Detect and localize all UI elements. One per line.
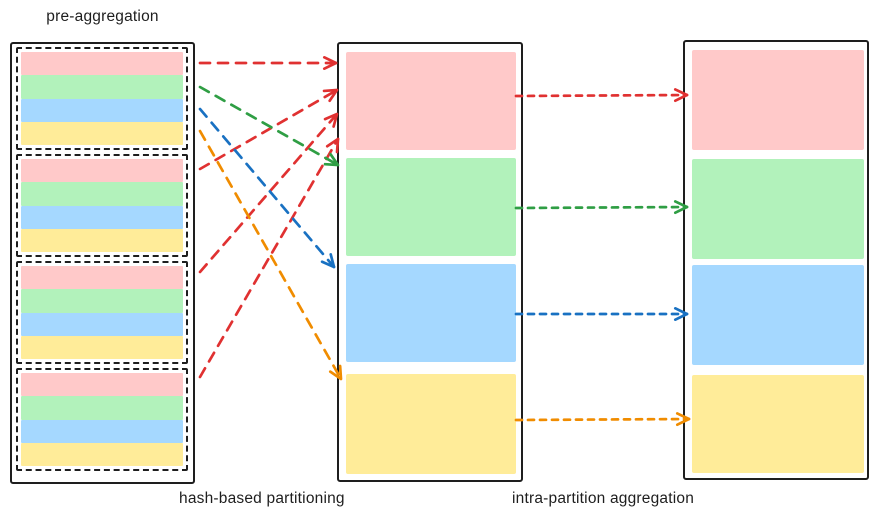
- record-stripe-green: [21, 396, 183, 420]
- record-group-0: [16, 47, 188, 150]
- hash-arrow-red-from-group-2: [198, 112, 339, 274]
- partition-block-green: [346, 158, 516, 256]
- aggregated-partition-red: [692, 50, 864, 150]
- hash-arrow-yellow-from-group-0: [198, 129, 343, 381]
- intra-aggregation-label: intra-partition aggregation: [512, 490, 695, 507]
- record-group-3: [16, 368, 188, 471]
- hash-partitioning-box: [337, 42, 523, 482]
- record-stripe-green: [21, 289, 183, 313]
- aggregation-arrow-yellow: [514, 412, 691, 427]
- record-stripe-blue: [21, 312, 183, 336]
- record-group-1: [16, 154, 188, 257]
- aggregated-partitions-box: [683, 40, 869, 480]
- hash-arrow-red-from-group-1: [198, 88, 339, 171]
- aggregated-partition-green: [692, 159, 864, 259]
- partition-block-red: [346, 52, 516, 150]
- aggregation-arrow-red: [514, 88, 689, 103]
- partition-block-blue: [346, 264, 516, 362]
- record-stripe-blue: [21, 419, 183, 443]
- record-stripe-red: [21, 373, 183, 397]
- aggregated-partition-blue: [692, 265, 864, 365]
- record-stripe-yellow: [21, 335, 183, 359]
- partition-block-yellow: [346, 374, 516, 474]
- aggregation-arrow-green: [514, 200, 689, 215]
- record-stripe-red: [21, 159, 183, 183]
- hash-arrow-red-from-group-0: [198, 55, 338, 71]
- record-stripe-red: [21, 52, 183, 76]
- record-stripe-yellow: [21, 228, 183, 252]
- hash-arrow-green-from-group-0: [198, 85, 340, 167]
- pre-aggregation-box: [10, 42, 195, 484]
- record-stripe-red: [21, 266, 183, 290]
- aggregation-arrow-blue: [514, 306, 689, 322]
- hash-partitioning-label: hash-based partitioning: [179, 490, 345, 507]
- hash-arrow-blue-from-group-0: [198, 107, 336, 269]
- record-stripe-green: [21, 182, 183, 206]
- record-stripe-yellow: [21, 442, 183, 466]
- record-stripe-green: [21, 75, 183, 99]
- record-group-2: [16, 261, 188, 364]
- record-stripe-yellow: [21, 121, 183, 145]
- aggregated-partition-yellow: [692, 375, 864, 473]
- pre-aggregation-label: pre-aggregation: [46, 8, 159, 25]
- record-stripe-blue: [21, 98, 183, 122]
- record-stripe-blue: [21, 205, 183, 229]
- hash-arrow-red-from-group-3: [198, 137, 340, 379]
